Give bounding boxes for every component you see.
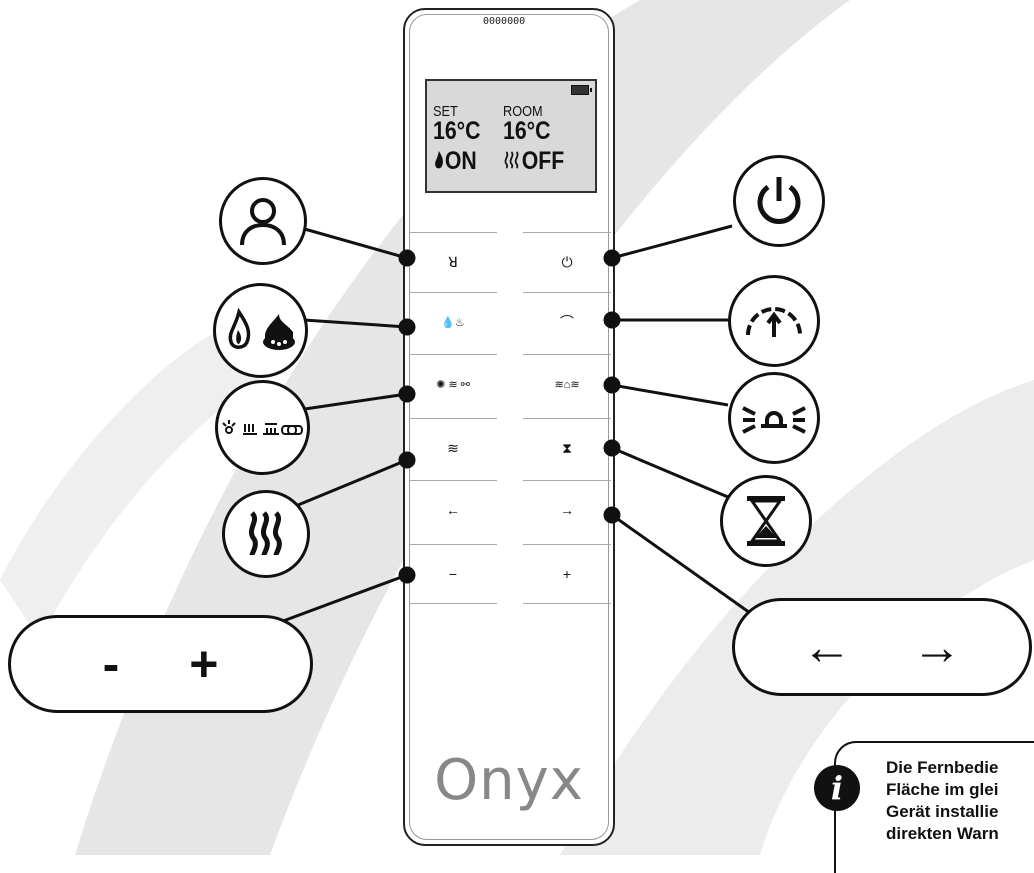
timer-callout [720, 475, 812, 567]
info-icon: i [814, 765, 860, 811]
flame-ember-callout [213, 283, 308, 378]
hourglass-icon [747, 496, 785, 546]
eco-gauge-icon: ⌒ [560, 314, 574, 330]
power-icon [757, 177, 801, 224]
battery-icon [571, 85, 592, 95]
left-arrow-label: ← [802, 619, 852, 675]
user-callout [219, 177, 307, 265]
dimmer-icon [742, 406, 806, 434]
user-icon [240, 198, 286, 246]
minus-icon: − [448, 566, 458, 582]
note-line: Fläche im glei [886, 780, 999, 799]
user-button[interactable]: ꓤ [409, 232, 497, 292]
dimmer-callout [728, 372, 820, 464]
dimmer-button[interactable]: ≋⌂≋ [523, 354, 611, 414]
lights-button[interactable]: ✺ ≋ ⚯ [409, 354, 497, 414]
eco-button[interactable]: ⌒ [523, 292, 611, 352]
eco-callout [728, 275, 820, 367]
flame-icon [228, 307, 295, 350]
plus-button[interactable]: + [523, 544, 611, 604]
heat-icon: ≋ [447, 439, 459, 456]
flame-ember-icon: 💧♨ [441, 316, 465, 329]
lcd-room-temp: 16°C [503, 117, 551, 145]
onyx-logo: Onyx [434, 748, 584, 813]
heat-icon [504, 151, 519, 169]
lcd-set-temp: 16°C [433, 117, 481, 145]
remote-control: 0000000 SET ROOM 16°C 16°C ON OFF ꓤ ⏻ 💧♨… [403, 8, 615, 846]
minus-label: - [102, 636, 120, 692]
power-icon: ⏻ [561, 253, 573, 270]
left-button[interactable]: ← [409, 480, 497, 540]
arrow-right-icon: → [560, 502, 574, 518]
ir-window: 0000000 [483, 16, 526, 27]
flame-icon [435, 151, 443, 169]
lights-callout [215, 380, 310, 475]
eco-gauge-icon [746, 307, 802, 337]
lcd-heat-status: OFF [503, 147, 564, 176]
arrow-left-icon: ← [446, 502, 460, 518]
plus-icon: + [562, 566, 572, 582]
info-note: i Die Fernbedie Fläche im glei Gerät ins… [814, 741, 1034, 873]
flame-ember-button[interactable]: 💧♨ [409, 292, 497, 352]
user-icon: ꓤ [448, 253, 458, 270]
heat-icon [248, 511, 282, 556]
minus-button[interactable]: − [409, 544, 497, 604]
minus-plus-callout: - + [8, 615, 313, 713]
lcd-set-label: SET [433, 103, 458, 120]
note-text: Die Fernbedie Fläche im glei Gerät insta… [886, 757, 999, 845]
heat-callout [222, 490, 310, 578]
heat-button[interactable]: ≋ [409, 418, 497, 478]
lcd-room-label: ROOM [503, 103, 543, 120]
right-button[interactable]: → [523, 480, 611, 540]
note-line: Die Fernbedie [886, 758, 999, 777]
note-line: Gerät installie [886, 802, 999, 821]
hourglass-icon: ⧗ [562, 439, 572, 456]
note-line: direkten Warn [886, 824, 999, 843]
dimmer-icon: ≋⌂≋ [554, 378, 580, 391]
lights-icon: ✺ ≋ ⚯ [436, 378, 470, 391]
power-callout [733, 155, 825, 247]
arrows-callout: ← → [732, 598, 1032, 696]
lights-icon [221, 419, 303, 435]
lcd-display: SET ROOM 16°C 16°C ON OFF [425, 79, 597, 193]
lcd-flame-status: ON [433, 147, 477, 176]
callout-lines [231, 224, 761, 642]
remote-inner-outline [409, 14, 609, 840]
right-arrow-label: → [912, 619, 962, 675]
power-button[interactable]: ⏻ [523, 232, 611, 292]
plus-label: + [189, 636, 219, 692]
timer-button[interactable]: ⧗ [523, 418, 611, 478]
